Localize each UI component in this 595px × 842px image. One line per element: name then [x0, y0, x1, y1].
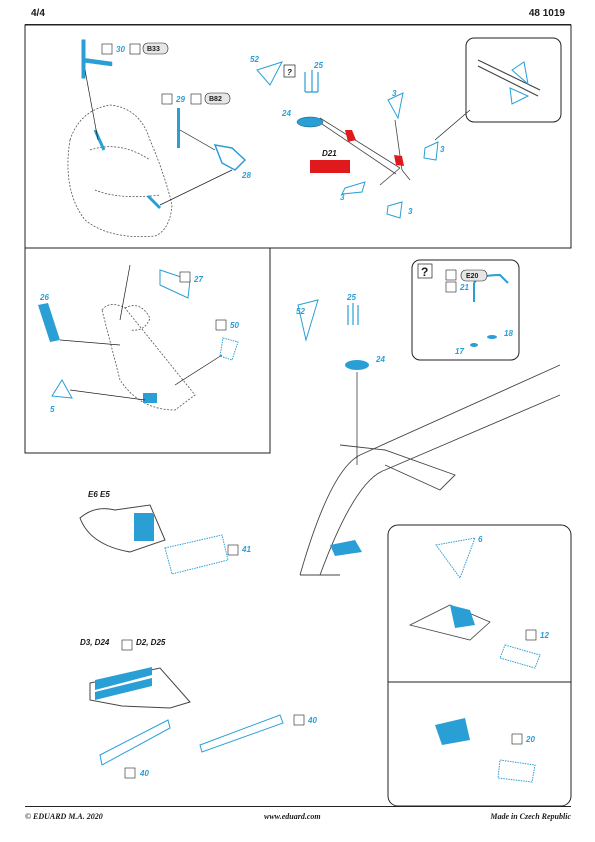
duct-drawing: [89, 667, 191, 709]
page-number: 4/4: [31, 8, 45, 19]
label-17: 17: [455, 347, 464, 356]
label-40b: 40: [307, 716, 317, 725]
copyright: © EDUARD M.A. 2020: [25, 812, 103, 821]
ref-b33: B33: [147, 46, 160, 53]
label-30: 30: [116, 45, 125, 54]
label-41: 41: [241, 545, 251, 554]
etch-part-41: [164, 534, 229, 575]
tail-part-installed: [143, 393, 157, 403]
label-27: 27: [193, 275, 203, 284]
label-12: 12: [540, 631, 549, 640]
etch-part-24: [296, 116, 324, 128]
etch-part-40b: [199, 714, 284, 753]
etch-part-6: [435, 537, 476, 580]
label-6: 6: [478, 535, 483, 544]
etch-part-20: [497, 759, 536, 783]
label-3a: 3: [392, 89, 397, 98]
etch-part-29: [177, 108, 180, 148]
etch-part-3a: [387, 92, 404, 120]
housing-drawing: [79, 504, 166, 553]
intake-bottom-part: [435, 718, 470, 745]
etch-part-17: [470, 343, 478, 347]
etch-part-28: [213, 144, 247, 171]
label-29: 29: [175, 95, 185, 104]
etch-part-3c: [341, 181, 366, 195]
label-3b: 3: [440, 145, 445, 154]
panel-top: [24, 24, 572, 249]
intake-drawing: [408, 604, 491, 641]
bottom-rule: [25, 806, 571, 807]
landing-gear-drawing: [319, 117, 411, 186]
label-5: 5: [50, 405, 55, 414]
kit-references: B33 B82 D21 E20 E6 E5 D3, D24 D2, D25: [80, 42, 488, 647]
label-18: 18: [504, 329, 513, 338]
label-25b: 25: [346, 293, 356, 302]
rotor-hub-part: [330, 540, 362, 556]
label-52: 52: [250, 55, 259, 64]
housing-part: [134, 513, 154, 541]
label-28: 28: [241, 171, 251, 180]
etch-part-50: [219, 337, 239, 361]
ref-d21: D21: [322, 149, 337, 158]
part-labels: 30 29 28 52 25 24 3 3 3 3 27 26 50 5 52 …: [39, 45, 549, 778]
marker-red-2: [394, 155, 404, 166]
intake-part-installed: [450, 605, 475, 628]
tail-leader-lines: [59, 264, 223, 401]
etch-part-40a: [99, 719, 171, 766]
instruction-icons: [101, 43, 537, 779]
label-24: 24: [281, 109, 291, 118]
fuselage-nose-drawing: [67, 104, 173, 237]
ref-d2d25: D2, D25: [136, 638, 166, 647]
etch-part-3d: [386, 201, 403, 219]
inset-antenna: [465, 37, 562, 123]
origin: Made in Czech Republic: [490, 812, 571, 821]
website-link[interactable]: www.eduard.com: [264, 812, 321, 821]
tail-drawing: [101, 304, 196, 411]
etch-part-3b: [423, 141, 439, 161]
inset-intake: [387, 524, 572, 807]
duct-parts: [95, 667, 152, 700]
etch-part-5: [51, 379, 73, 399]
etch-part-12: [499, 644, 541, 669]
tail-boom-drawing: [299, 364, 561, 576]
inset-probe: [411, 259, 520, 361]
etch-part-25b: [347, 303, 359, 325]
etch-part-18: [487, 335, 497, 339]
label-25: 25: [313, 61, 323, 70]
question-2: ?: [421, 265, 428, 279]
label-21: 21: [459, 283, 469, 292]
label-20: 20: [525, 735, 535, 744]
ref-e6e5: E6 E5: [88, 490, 110, 499]
label-3c: 3: [340, 193, 345, 202]
red-instruction-box: [310, 160, 350, 173]
label-3d: 3: [408, 207, 413, 216]
etch-part-30: [81, 39, 113, 79]
etch-part-52: [256, 61, 284, 86]
ref-d3d24: D3, D24: [80, 638, 110, 647]
etch-part-25: [304, 70, 319, 93]
marker-red-1: [345, 130, 356, 142]
etch-part-52b: [297, 299, 319, 342]
question-1: ?: [287, 68, 292, 77]
product-code: 48 1019: [528, 8, 565, 19]
leader-lines: [84, 69, 233, 206]
etch-part-26: [38, 303, 60, 342]
etch-part-24b: [345, 360, 369, 370]
antenna-leader: [434, 109, 471, 141]
label-50: 50: [230, 321, 239, 330]
ref-e20: E20: [466, 273, 479, 280]
label-26: 26: [39, 293, 49, 302]
question-boxes: ? ?: [283, 64, 433, 279]
panel-left-mid: [24, 247, 271, 454]
antenna-detail: [477, 59, 541, 105]
label-52b: 52: [296, 307, 305, 316]
label-40a: 40: [139, 769, 149, 778]
label-24b: 24: [375, 355, 385, 364]
ref-b82: B82: [209, 96, 222, 103]
